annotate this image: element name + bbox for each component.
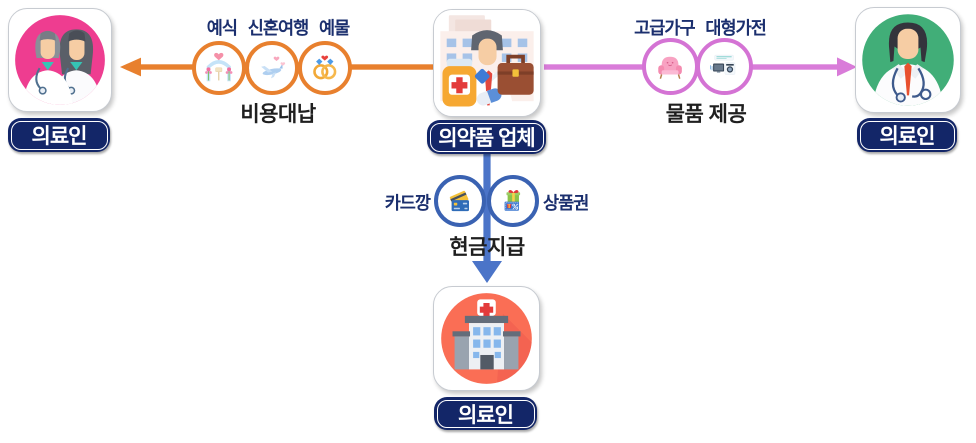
large-appliances-circle — [696, 38, 753, 95]
left-flow-caption: 비용대납 — [240, 103, 316, 126]
right-flow-title: 고급가구 대형가전 — [634, 18, 767, 38]
bottom-node-badge: 의료인 — [434, 397, 537, 430]
wedding-rings-icon — [313, 55, 337, 80]
gift-voucher-icon — [504, 190, 521, 211]
wedding-rings-circle — [298, 41, 352, 95]
doctor-icon — [862, 14, 954, 106]
center-node-label: 의약품 업체 — [438, 127, 535, 150]
right-flow-caption: 물품 제공 — [665, 103, 747, 126]
gift-voucher-circle — [487, 175, 539, 227]
honeymoon-airplane-circle — [245, 41, 299, 95]
bottom-node-card — [433, 286, 540, 391]
center-node-badge: 의약품 업체 — [427, 120, 546, 154]
left-flow-title: 예식 신혼여행 예물 — [206, 18, 351, 38]
hospital-icon — [441, 293, 532, 384]
down-flow-caption: 현금지급 — [449, 236, 525, 259]
center-node-card — [433, 9, 541, 117]
card-kkang-label: 카드깡 — [384, 193, 431, 213]
pharma-company-icon — [434, 10, 540, 116]
bottom-node-label: 의료인 — [458, 403, 514, 427]
left-node-badge: 의료인 — [8, 118, 110, 152]
right-node-label: 의료인 — [879, 125, 936, 148]
honeymoon-airplane-icon — [261, 56, 286, 79]
large-appliances-icon — [710, 55, 736, 76]
right-node-badge: 의료인 — [857, 118, 957, 152]
couple-doctors-icon — [15, 15, 105, 105]
luxury-sofa-circle — [642, 38, 699, 95]
gift-certificate-label: 상품권 — [543, 193, 589, 213]
wedding-venue-icon — [205, 53, 233, 82]
left-node-label: 의료인 — [31, 125, 88, 148]
left-node-card — [8, 8, 112, 112]
credit-cards-circle — [434, 175, 486, 227]
credit-cards-icon — [449, 190, 470, 212]
wedding-venue-circle — [192, 41, 246, 95]
right-node-card — [855, 7, 961, 113]
luxury-sofa-icon — [658, 57, 683, 80]
